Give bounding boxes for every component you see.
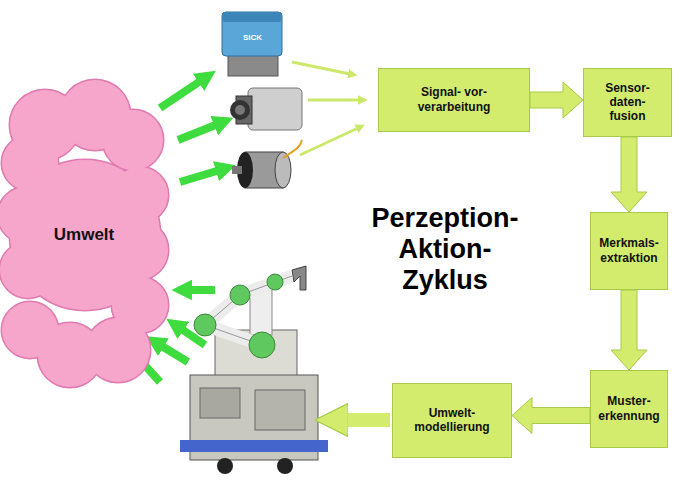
box-label: Umwelt- modellierung [414,406,489,435]
text-holder: Merkmals- extraktion [599,236,658,265]
text-holder: Umwelt [54,225,114,245]
text-holder: Sensor- daten- fusion [605,81,650,125]
flow-arrow [530,82,583,118]
box-label: Muster- erkennung [598,394,659,423]
arrow-shape [611,137,647,212]
sensing-arrows [160,80,220,182]
flow-arrow [611,290,647,370]
process-box: Umwelt- modellierung [392,383,512,458]
flow-arrow [512,398,590,434]
box-label: Merkmals- extraktion [599,236,658,265]
encoder [232,140,302,188]
center-label-holder: Perzeption- Aktion- Zyklus [355,203,535,296]
process-box: Merkmals- extraktion [590,212,668,290]
robot [180,266,328,474]
laser-scanner [222,12,282,76]
process-box: Sensor- daten- fusion [583,68,672,137]
environment-cloud: Umwelt [0,85,168,385]
camera [230,88,302,130]
brand-label: SICK [243,33,262,42]
text-holder: Umwelt- modellierung [414,406,489,435]
arrow-shape [611,290,647,370]
cycle-label: Perzeption- Aktion- Zyklus [371,203,518,296]
box-label: Sensor- daten- fusion [605,81,650,124]
text-holder: Signal- vor- verarbeitung [418,85,491,114]
flow-arrow [611,137,647,212]
process-box: Muster- erkennung [590,370,668,448]
brand-holder: SICK [243,33,262,42]
process-box: Signal- vor- verarbeitung [378,68,530,132]
arrow-shape [530,82,583,118]
arrow-shape [512,398,590,434]
model-to-robot-arrow [345,413,390,427]
cloud-label: Umwelt [54,225,114,245]
text-holder: Muster- erkennung [598,394,659,423]
box-label: Signal- vor- verarbeitung [418,85,491,114]
